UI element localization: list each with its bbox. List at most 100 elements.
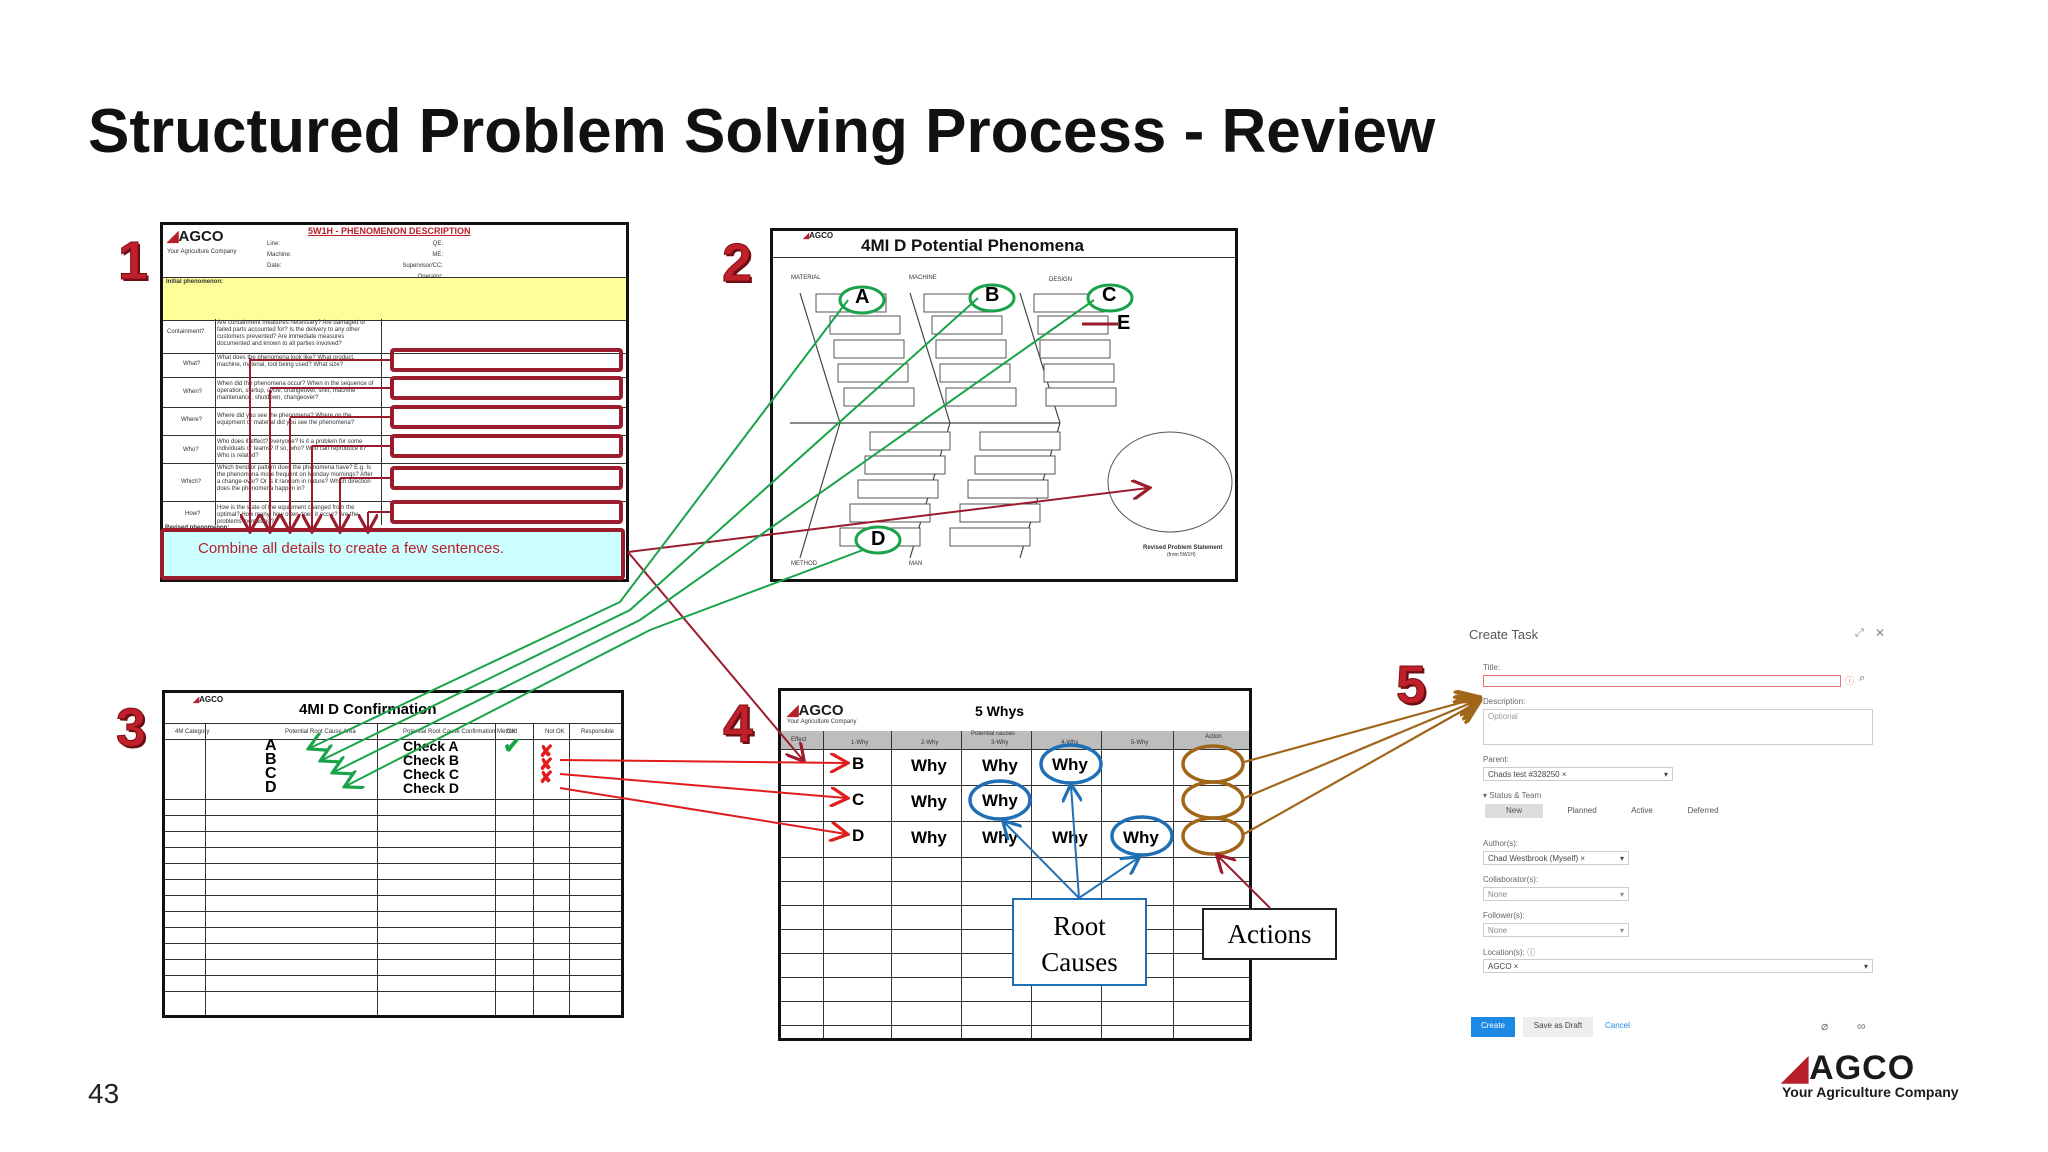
create-button[interactable]: Create — [1471, 1017, 1515, 1037]
effect-c: C — [852, 790, 865, 809]
category-machine: MACHINE — [909, 275, 937, 281]
expand-icon[interactable]: ⤢ — [1855, 627, 1864, 639]
step-number-5: 5 — [1395, 655, 1427, 716]
row-label-which: Which? — [181, 479, 202, 485]
followers-label: Follower(s): — [1483, 911, 1525, 920]
marker-e: E — [1117, 312, 1131, 334]
form4-header-row: Potential causes Effect 1-Why 2-Why 3-Wh… — [781, 731, 1249, 749]
marker-c: C — [1102, 284, 1117, 306]
form4-title: 5 Whys — [975, 703, 1025, 719]
category-method: METHOD — [791, 561, 817, 567]
highlight-what-box — [390, 348, 623, 372]
revised-statement-sub: (from 5W1H) — [1167, 552, 1196, 558]
agco-logo-small: ◢AGCO — [167, 228, 224, 245]
step-number-1: 1 — [117, 231, 149, 292]
page-number: 43 — [88, 1078, 120, 1109]
why-c-1: Why — [911, 792, 947, 811]
save-draft-button[interactable]: Save as Draft — [1523, 1017, 1593, 1037]
followers-select[interactable]: None▾ — [1483, 923, 1629, 937]
agco-tagline-small: Your Agriculture Company — [167, 249, 237, 255]
row-text-what: What does the phenomena look like? What … — [217, 355, 355, 368]
why-d-4: Why — [1123, 828, 1159, 847]
why-c-2: Why — [982, 791, 1018, 810]
row-label-where: Where? — [181, 417, 203, 423]
parent-select[interactable]: Chads test #328250 ×▾ — [1483, 767, 1673, 781]
collaborators-select[interactable]: None▾ — [1483, 887, 1629, 901]
why-b-3: Why — [1052, 755, 1088, 774]
revised-statement-label: Revised Problem Statement — [1143, 545, 1223, 551]
row-text-when: When did the phenomena occur? When in th… — [217, 381, 374, 401]
marker-b: B — [985, 284, 1000, 306]
agco-tagline-panel4: Your Agriculture Company — [787, 719, 857, 725]
category-man: MAN — [909, 561, 923, 567]
step-number-3: 3 — [115, 698, 147, 759]
row-label-how: How? — [185, 511, 201, 517]
why-d-3: Why — [1052, 828, 1088, 847]
status-planned[interactable]: Planned — [1567, 806, 1597, 815]
agco-logo-panel3: ◢AGCO — [193, 695, 224, 704]
row-label-what: What? — [183, 361, 201, 367]
row-text-which: Which trend or pattern does the phenomen… — [217, 465, 373, 492]
highlight-when-box — [390, 376, 623, 400]
cancel-button[interactable]: Cancel — [1605, 1021, 1630, 1030]
collaborators-label: Collaborator(s): — [1483, 875, 1539, 884]
status-segmented-control[interactable]: New Planned Active Deferred — [1483, 804, 1867, 818]
title-input[interactable] — [1483, 675, 1841, 687]
search-icon[interactable]: ⌕ — [1859, 672, 1866, 684]
why-b-2: Why — [982, 756, 1018, 775]
highlight-which-box — [390, 466, 623, 490]
description-label: Description: — [1483, 697, 1526, 706]
agco-logo-panel4: ◢AGCO — [787, 702, 844, 719]
form1-fields-left: Line:Machine:Date: — [267, 241, 292, 269]
agco-logo-panel2: ◢AGCO — [803, 231, 834, 240]
create-task-dialog: Create Task ⤢ ✕ Title: ⓘ ⌕ Description: … — [1465, 617, 1885, 1049]
form-5w1h: ◢AGCO Your Agriculture Company 5W1H - PH… — [160, 222, 629, 582]
status-active[interactable]: Active — [1631, 806, 1653, 815]
status-deferred[interactable]: Deferred — [1687, 806, 1719, 815]
why-d-1: Why — [911, 828, 947, 847]
form-4mid-confirmation: ◢AGCO 4MI D Confirmation 4M Category Pot… — [162, 690, 624, 1018]
link-icon[interactable]: ∞ — [1857, 1019, 1866, 1033]
agco-tagline: Your Agriculture Company — [1782, 1084, 1959, 1100]
revised-phenomenon-box: Combine all details to create a few sent… — [160, 528, 625, 580]
highlight-who-box — [390, 434, 623, 458]
effect-d: D — [852, 826, 865, 845]
locations-select[interactable]: AGCO ×▾ — [1483, 959, 1873, 973]
initial-phenomenon-area: Initial phenomenon: — [163, 277, 626, 321]
category-design: DESIGN — [1049, 277, 1073, 283]
form2-title: 4MI D Potential Phenomena — [861, 236, 1084, 255]
status-new[interactable]: New — [1485, 804, 1543, 818]
marker-a: A — [855, 286, 870, 308]
row-text-containment: Are containment measures necessary? Are … — [217, 320, 366, 347]
highlight-where-box — [390, 405, 623, 429]
row-label-who: Who? — [183, 447, 199, 453]
title-label: Title: — [1483, 663, 1501, 672]
revised-phenomenon-text: Combine all details to create a few sent… — [198, 540, 504, 557]
form1-heading: 5W1H - PHENOMENON DESCRIPTION — [308, 226, 471, 236]
ok-check-mark: ✔ — [503, 733, 522, 758]
attachment-icon[interactable]: ⌀ — [1821, 1019, 1829, 1033]
highlight-how-box — [390, 500, 623, 524]
parent-label: Parent: — [1483, 755, 1509, 764]
authors-select[interactable]: Chad Westbrook (Myself) ×▾ — [1483, 851, 1629, 865]
step-number-2: 2 — [721, 233, 753, 294]
status-section-toggle[interactable]: ▾ Status & Team — [1483, 791, 1542, 800]
category-material: MATERIAL — [791, 275, 821, 281]
row-text-where: Where did you see the phenomena? Where o… — [217, 413, 355, 426]
effect-b: B — [852, 754, 865, 773]
close-icon[interactable]: ✕ — [1875, 626, 1886, 640]
form3-header-row: 4M Category Potential Root Cause Area Po… — [175, 729, 615, 735]
not-ok-marks: ✘✘✘ — [539, 742, 554, 787]
error-icon: ⓘ — [1845, 676, 1855, 686]
marker-d: D — [871, 528, 886, 550]
row-label-when: When? — [183, 389, 203, 395]
create-task-header: Create Task — [1469, 627, 1539, 642]
root-causes-label: Root Causes — [1012, 898, 1147, 986]
description-input[interactable]: Optional — [1483, 709, 1873, 745]
actions-label: Actions — [1202, 908, 1337, 960]
why-b-1: Why — [911, 756, 947, 775]
row-label-containment: Containment? — [167, 329, 205, 335]
